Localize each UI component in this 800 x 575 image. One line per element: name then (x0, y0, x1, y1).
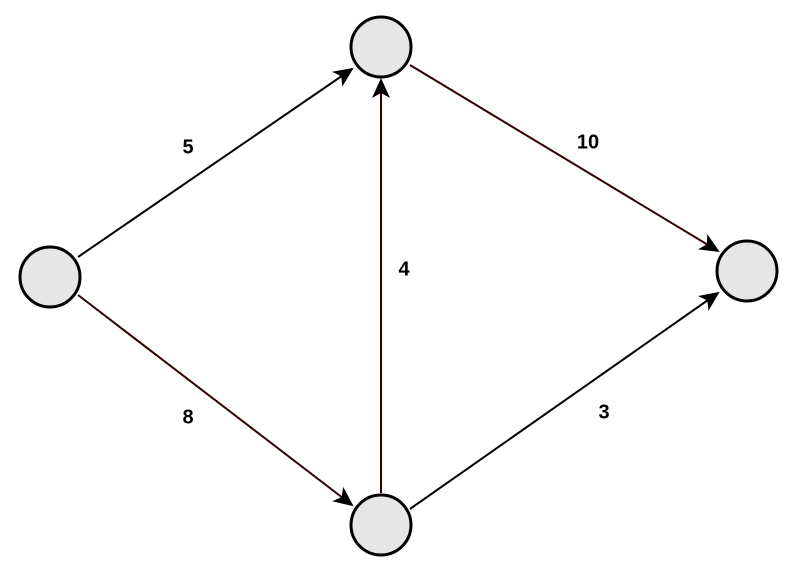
edge-weight-label-left-bottom: 8 (182, 406, 193, 428)
edge-left-to-bottom (77, 294, 354, 507)
node-left (18, 245, 82, 309)
edge-weight-label-top-right: 10 (577, 131, 599, 153)
edge-weight-label-bottom-right: 3 (598, 401, 609, 423)
edge-weight-label-bottom-top: 4 (398, 258, 410, 280)
edge-top-to-right (409, 64, 720, 253)
edge-weight-label-left-top: 5 (182, 136, 193, 158)
edge-bottom-to-right (409, 291, 720, 510)
edge-left-to-top (77, 67, 354, 258)
node-top (349, 15, 413, 79)
node-bottom (349, 493, 413, 557)
node-right (715, 239, 779, 303)
